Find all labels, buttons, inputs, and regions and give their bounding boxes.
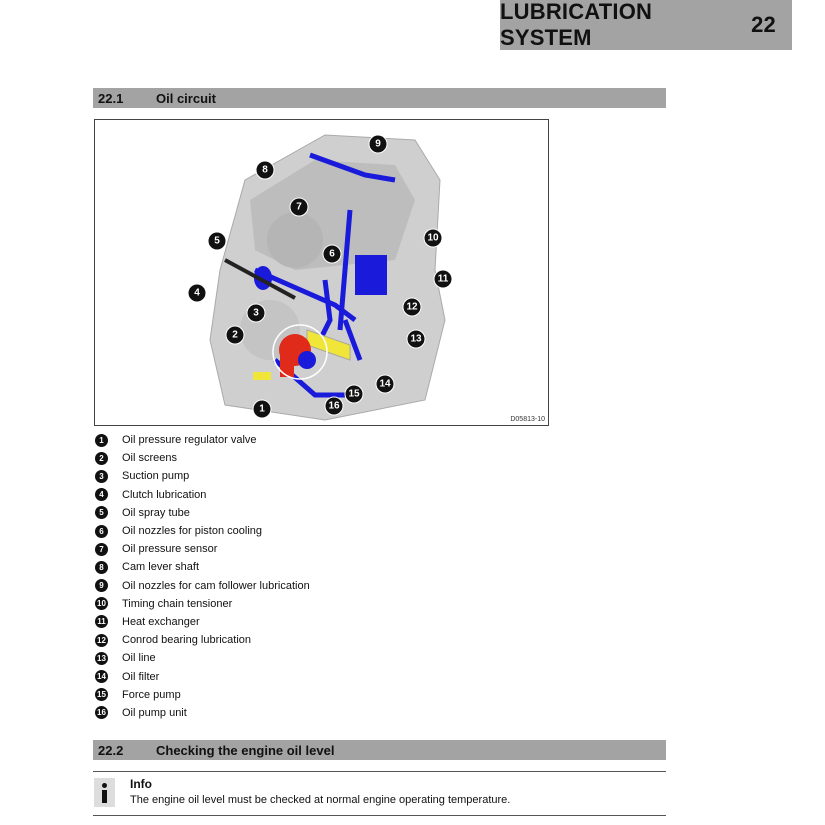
legend-item: 7 Oil pressure sensor — [95, 540, 310, 558]
divider — [93, 815, 666, 816]
callout-7: 7 — [289, 197, 309, 217]
legend-item: 16 Oil pump unit — [95, 704, 310, 722]
chapter-number: 22 — [751, 12, 776, 37]
legend-item: 13 Oil line — [95, 649, 310, 667]
info-text: The engine oil level must be checked at … — [130, 794, 511, 806]
callout-2: 2 — [225, 325, 245, 345]
callout-14: 14 — [375, 374, 395, 394]
legend-number: 7 — [95, 542, 108, 556]
legend-label: Conrod bearing lubrication — [122, 634, 252, 647]
legend-number: 15 — [95, 688, 108, 702]
info-icon — [94, 778, 115, 807]
section-title: Oil circuit — [156, 90, 216, 106]
section-heading-oil-circuit: 22.1 Oil circuit — [93, 88, 666, 108]
section-number: 22.1 — [98, 90, 124, 106]
legend-label: Clutch lubrication — [122, 488, 207, 501]
callout-1: 1 — [252, 399, 272, 419]
legend-label: Timing chain tensioner — [122, 597, 233, 610]
chapter-title: LUBRICATION SYSTEM — [500, 0, 653, 50]
legend-label: Oil line — [122, 652, 156, 665]
callout-5: 5 — [207, 231, 227, 251]
legend-number: 6 — [95, 524, 108, 538]
callout-15: 15 — [344, 384, 364, 404]
engine-illustration — [209, 134, 446, 421]
section-heading-oil-level: 22.2 Checking the engine oil level — [93, 740, 666, 760]
callout-9: 9 — [368, 134, 388, 154]
callout-13: 13 — [406, 329, 426, 349]
callout-6: 6 — [322, 244, 342, 264]
legend-label: Force pump — [122, 688, 181, 701]
legend-label: Cam lever shaft — [122, 561, 200, 574]
section-title: Checking the engine oil level — [156, 742, 335, 758]
callout-12: 12 — [402, 297, 422, 317]
legend-item: 9 Oil nozzles for cam follower lubricatio… — [95, 577, 310, 595]
legend-item: 3 Suction pump — [95, 467, 310, 485]
legend-number: 5 — [95, 506, 108, 520]
legend-number: 16 — [95, 706, 108, 720]
legend-label: Oil pressure sensor — [122, 543, 218, 556]
legend-item: 6 Oil nozzles for piston cooling — [95, 522, 310, 540]
legend-label: Oil pump unit — [122, 706, 187, 719]
legend-label: Heat exchanger — [122, 615, 200, 628]
legend-list: 1 Oil pressure regulator valve 2 Oil screen… — [95, 431, 310, 722]
legend-number: 1 — [95, 433, 108, 447]
legend-label: Oil spray tube — [122, 506, 190, 519]
legend-label: Oil nozzles for piston cooling — [122, 525, 263, 538]
legend-number: 9 — [95, 579, 108, 593]
legend-label: Oil pressure regulator valve — [122, 434, 257, 447]
legend-number: 11 — [95, 615, 108, 629]
callout-16: 16 — [324, 396, 344, 416]
legend-item: 15 Force pump — [95, 686, 310, 704]
legend-label: Oil filter — [122, 670, 160, 683]
legend-number: 4 — [95, 488, 108, 502]
legend-number: 2 — [95, 451, 108, 465]
oil-circuit-figure: 1 2 3 4 5 6 7 8 9 10 11 12 13 14 15 16 D… — [94, 119, 549, 426]
legend-label: Oil screens — [122, 452, 178, 465]
figure-id: D05813-10 — [510, 416, 545, 423]
legend-number: 8 — [95, 560, 108, 574]
callout-4: 4 — [187, 283, 207, 303]
legend-item: 5 Oil spray tube — [95, 504, 310, 522]
legend-number: 10 — [95, 597, 108, 611]
chapter-header: LUBRICATION SYSTEM 22 — [500, 0, 792, 50]
section-number: 22.2 — [98, 742, 124, 758]
legend-item: 14 Oil filter — [95, 667, 310, 685]
callout-11: 11 — [433, 269, 453, 289]
legend-item: 10 Timing chain tensioner — [95, 595, 310, 613]
legend-number: 12 — [95, 633, 108, 647]
legend-label: Oil nozzles for cam follower lubrication — [122, 579, 310, 592]
callout-8: 8 — [255, 160, 275, 180]
legend-number: 14 — [95, 670, 108, 684]
legend-item: 12 Conrod bearing lubrication — [95, 631, 310, 649]
legend-item: 2 Oil screens — [95, 449, 310, 467]
callout-3: 3 — [246, 303, 266, 323]
legend-item: 8 Cam lever shaft — [95, 558, 310, 576]
legend-item: 1 Oil pressure regulator valve — [95, 431, 310, 449]
callout-10: 10 — [423, 228, 443, 248]
info-title: Info — [130, 777, 152, 791]
legend-item: 4 Clutch lubrication — [95, 486, 310, 504]
divider — [93, 771, 666, 772]
legend-number: 13 — [95, 651, 108, 665]
legend-item: 11 Heat exchanger — [95, 613, 310, 631]
legend-number: 3 — [95, 469, 108, 483]
legend-label: Suction pump — [122, 470, 190, 483]
